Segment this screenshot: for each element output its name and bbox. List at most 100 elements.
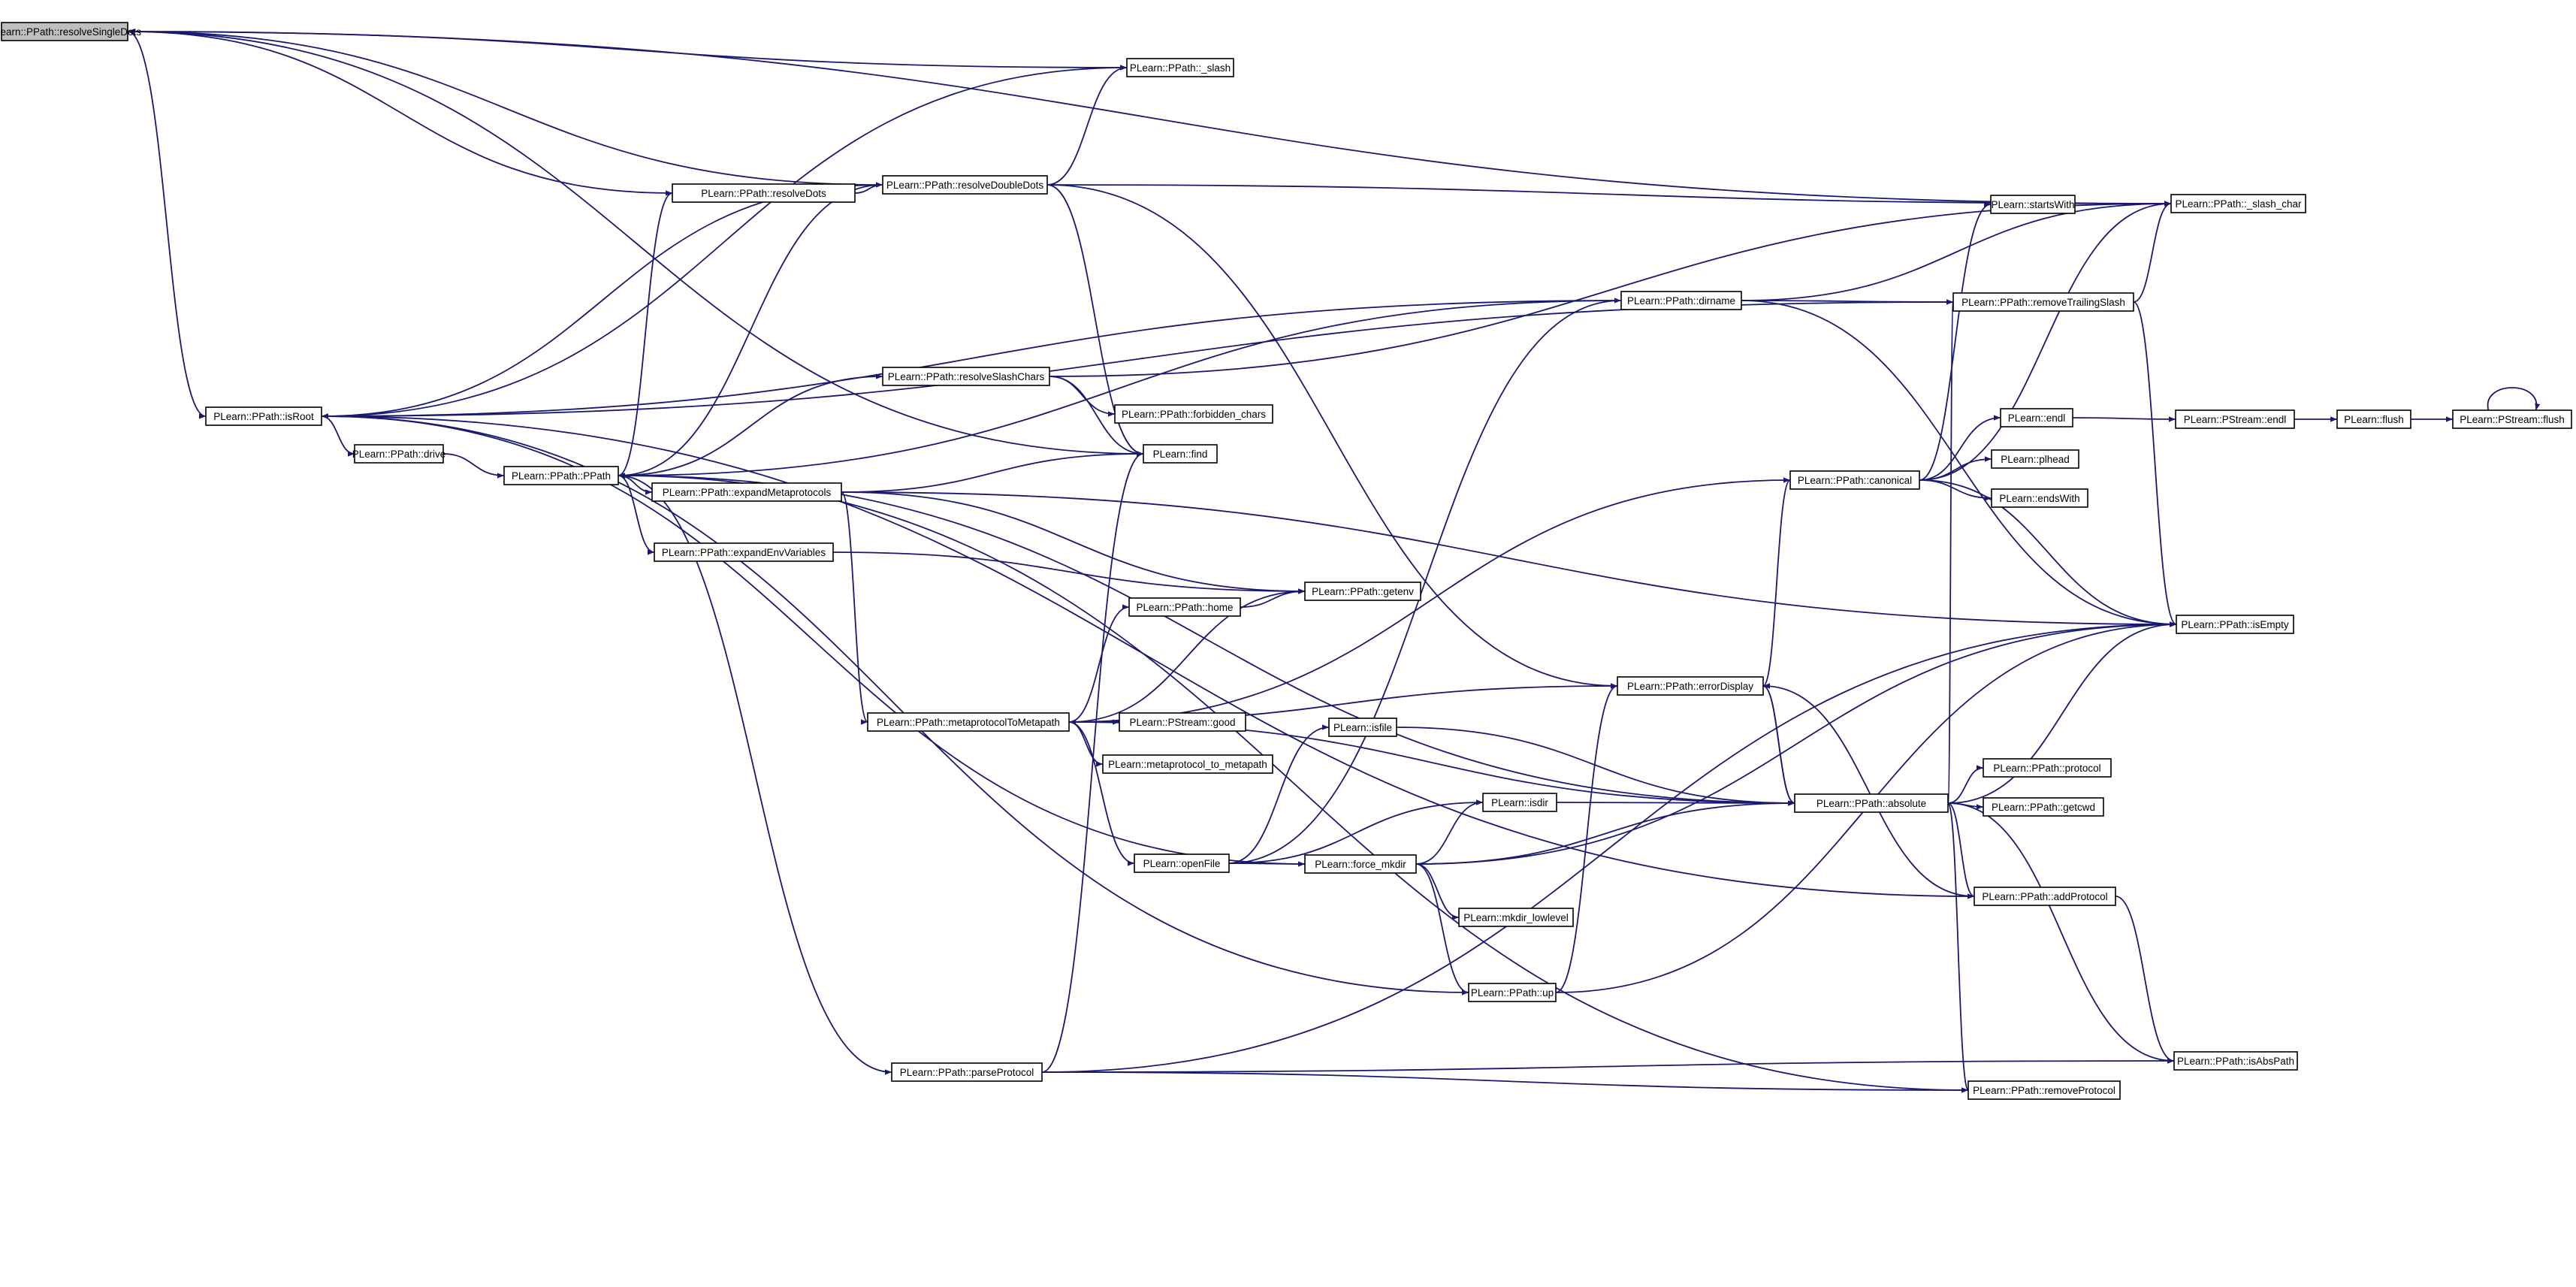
- node-box-addProtocol[interactable]: [1974, 887, 2116, 906]
- node-canonical[interactable]: PLearn::PPath::canonical: [1789, 470, 1920, 490]
- node-home[interactable]: PLearn::PPath::home: [1128, 597, 1241, 617]
- edge-canonical-to-endl: [1919, 415, 2001, 481]
- node-resolveDots[interactable]: PLearn::PPath::resolveDots: [672, 183, 856, 203]
- node-expandEnvVariables[interactable]: PLearn::PPath::expandEnvVariables: [654, 542, 834, 562]
- node-isRoot[interactable]: PLearn::PPath::isRoot: [205, 406, 322, 426]
- node-mkdir_lowlevel[interactable]: PLearn::mkdir_lowlevel: [1458, 908, 1574, 927]
- node-box-isEmpty[interactable]: [2176, 615, 2294, 634]
- node-endl[interactable]: PLearn::endl: [2000, 408, 2073, 427]
- node-box-flush[interactable]: [2336, 409, 2411, 429]
- node-find[interactable]: PLearn::find: [1143, 444, 1218, 464]
- node-box-resolveDots[interactable]: [672, 183, 856, 203]
- node-box-drive[interactable]: [354, 444, 444, 464]
- node-box-slash[interactable]: [1126, 58, 1234, 77]
- node-dirname[interactable]: PLearn::PPath::dirname: [1620, 291, 1742, 310]
- node-box-pstream_flush[interactable]: [2452, 409, 2572, 429]
- node-endsWith[interactable]: PLearn::endsWith: [1991, 488, 2088, 508]
- node-label-canonical: PLearn::PPath::canonical: [1798, 475, 1912, 486]
- node-label-endsWith: PLearn::endsWith: [1999, 493, 2079, 504]
- node-box-resolveSingleDots[interactable]: [1, 22, 128, 41]
- node-resolveSingleDots[interactable]: PLearn::PPath::resolveSingleDots: [0, 22, 141, 41]
- node-expandMetaprotocols[interactable]: PLearn::PPath::expandMetaprotocols: [651, 482, 842, 502]
- edge-canonical-to-metaprotocolToMetapath: [1068, 479, 1791, 725]
- node-errorDisplay[interactable]: PLearn::PPath::errorDisplay: [1617, 676, 1764, 696]
- node-box-PPath[interactable]: [503, 466, 619, 485]
- node-isfile[interactable]: PLearn::isfile: [1328, 718, 1397, 737]
- node-box-metaprotocol_to_metapath[interactable]: [1102, 754, 1273, 774]
- node-removeTrailingSlash[interactable]: PLearn::PPath::removeTrailingSlash: [1952, 292, 2134, 312]
- node-box-errorDisplay[interactable]: [1617, 676, 1764, 696]
- node-up[interactable]: PLearn::PPath::up: [1468, 983, 1557, 1002]
- node-label-home: PLearn::PPath::home: [1136, 602, 1233, 613]
- node-box-canonical[interactable]: [1789, 470, 1920, 490]
- node-box-isAbsPath[interactable]: [2173, 1051, 2298, 1071]
- edge-resolveDoubleDots-to-find: [1046, 184, 1144, 457]
- node-absolute[interactable]: PLearn::PPath::absolute: [1794, 793, 1949, 813]
- node-parseProtocol[interactable]: PLearn::PPath::parseProtocol: [891, 1062, 1043, 1082]
- node-box-dirname[interactable]: [1620, 291, 1742, 310]
- node-slash[interactable]: PLearn::PPath::_slash: [1126, 58, 1234, 77]
- node-box-removeTrailingSlash[interactable]: [1952, 292, 2134, 312]
- node-label-isfile: PLearn::isfile: [1333, 722, 1392, 733]
- node-box-protocol[interactable]: [1983, 758, 2112, 778]
- node-pstream_endl[interactable]: PLearn::PStream::endl: [2175, 409, 2295, 429]
- node-box-openFile[interactable]: [1134, 853, 1230, 873]
- node-label-force_mkdir: PLearn::force_mkdir: [1315, 859, 1406, 870]
- node-box-up[interactable]: [1468, 983, 1557, 1002]
- edge-errorDisplay-to-canonical: [1762, 477, 1791, 687]
- node-box-isdir[interactable]: [1482, 793, 1557, 812]
- edge-absolute-to-addProtocol: [1947, 802, 1975, 899]
- node-drive[interactable]: PLearn::PPath::drive: [352, 444, 446, 464]
- node-box-force_mkdir[interactable]: [1304, 854, 1417, 874]
- node-box-startsWith[interactable]: [1990, 195, 2076, 214]
- node-flush[interactable]: PLearn::flush: [2336, 409, 2411, 429]
- node-getcwd[interactable]: PLearn::PPath::getcwd: [1983, 797, 2104, 817]
- node-getenv[interactable]: PLearn::PPath::getenv: [1304, 582, 1421, 601]
- node-box-pstream_endl[interactable]: [2175, 409, 2295, 429]
- node-plhead[interactable]: PLearn::plhead: [1991, 449, 2079, 469]
- node-isEmpty[interactable]: PLearn::PPath::isEmpty: [2176, 615, 2294, 634]
- node-PPath[interactable]: PLearn::PPath::PPath: [503, 466, 619, 485]
- node-protocol[interactable]: PLearn::PPath::protocol: [1983, 758, 2112, 778]
- node-label-parseProtocol: PLearn::PPath::parseProtocol: [900, 1067, 1034, 1078]
- node-startsWith[interactable]: PLearn::startsWith: [1990, 195, 2076, 214]
- node-openFile[interactable]: PLearn::openFile: [1134, 853, 1230, 873]
- node-box-plhead[interactable]: [1991, 449, 2079, 469]
- node-forbidden_chars[interactable]: PLearn::PPath::forbidden_chars: [1114, 404, 1273, 424]
- node-box-removeProtocol[interactable]: [1967, 1080, 2121, 1100]
- node-box-isfile[interactable]: [1328, 718, 1397, 737]
- node-pstream_flush[interactable]: PLearn::PStream::flush: [2452, 409, 2572, 429]
- node-box-getcwd[interactable]: [1983, 797, 2104, 817]
- node-box-endsWith[interactable]: [1991, 488, 2088, 508]
- node-resolveDoubleDots[interactable]: PLearn::PPath::resolveDoubleDots: [882, 175, 1048, 195]
- node-resolveSlashChars[interactable]: PLearn::PPath::resolveSlashChars: [882, 367, 1050, 386]
- edge-resolveSingleDots-to-isRoot: [127, 31, 207, 419]
- node-box-good[interactable]: [1119, 712, 1246, 732]
- node-metaprotocol_to_metapath[interactable]: PLearn::metaprotocol_to_metapath: [1102, 754, 1273, 774]
- node-box-isRoot[interactable]: [205, 406, 322, 426]
- node-box-endl[interactable]: [2000, 408, 2073, 427]
- node-removeProtocol[interactable]: PLearn::PPath::removeProtocol: [1967, 1080, 2121, 1100]
- node-isdir[interactable]: PLearn::isdir: [1482, 793, 1557, 812]
- node-box-resolveDoubleDots[interactable]: [882, 175, 1048, 195]
- node-box-absolute[interactable]: [1794, 793, 1949, 813]
- node-box-resolveSlashChars[interactable]: [882, 367, 1050, 386]
- node-force_mkdir[interactable]: PLearn::force_mkdir: [1304, 854, 1417, 874]
- node-addProtocol[interactable]: PLearn::PPath::addProtocol: [1974, 887, 2116, 906]
- node-box-mkdir_lowlevel[interactable]: [1458, 908, 1574, 927]
- node-box-forbidden_chars[interactable]: [1114, 404, 1273, 424]
- edge-dirname-to-slash_char: [1741, 201, 2172, 301]
- node-box-getenv[interactable]: [1304, 582, 1421, 601]
- node-box-expandEnvVariables[interactable]: [654, 542, 834, 562]
- node-box-find[interactable]: [1143, 444, 1218, 464]
- node-label-isRoot: PLearn::PPath::isRoot: [213, 411, 314, 422]
- node-metaprotocolToMetapath[interactable]: PLearn::PPath::metaprotocolToMetapath: [867, 712, 1070, 732]
- node-box-parseProtocol[interactable]: [891, 1062, 1043, 1082]
- node-box-home[interactable]: [1128, 597, 1241, 617]
- node-slash_char[interactable]: PLearn::PPath::_slash_char: [2170, 194, 2306, 213]
- node-box-expandMetaprotocols[interactable]: [651, 482, 842, 502]
- node-good[interactable]: PLearn::PStream::good: [1119, 712, 1246, 732]
- node-box-metaprotocolToMetapath[interactable]: [867, 712, 1070, 732]
- node-box-slash_char[interactable]: [2170, 194, 2306, 213]
- node-isAbsPath[interactable]: PLearn::PPath::isAbsPath: [2173, 1051, 2298, 1071]
